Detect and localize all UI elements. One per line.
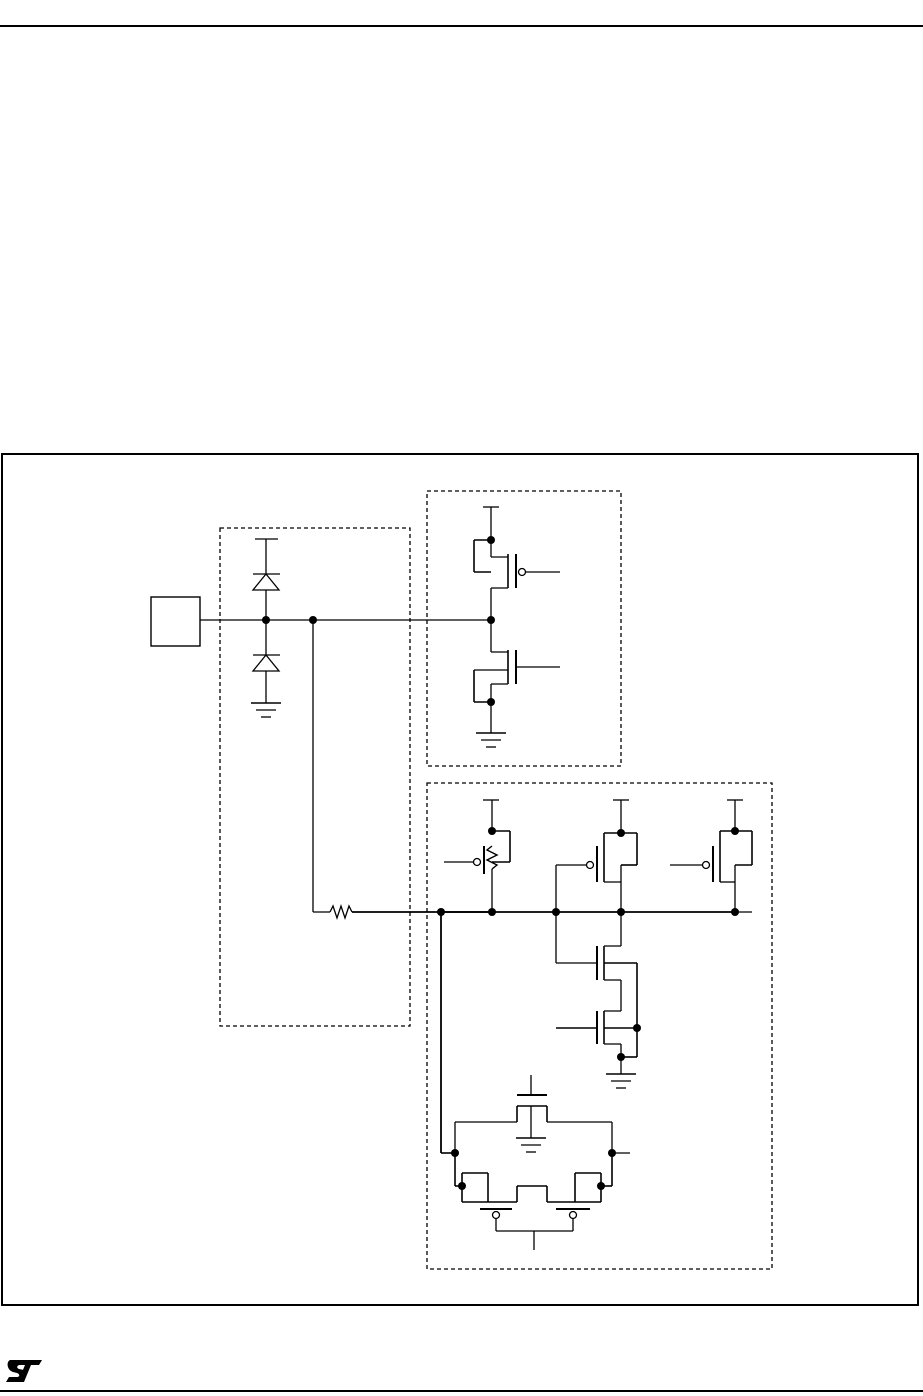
output-stage-block bbox=[427, 491, 621, 766]
junction-dots bbox=[262, 536, 739, 1190]
output-nmos bbox=[474, 620, 560, 747]
inverter-pmos bbox=[556, 800, 637, 963]
esd-diode-vdd bbox=[253, 539, 280, 620]
feedback-pmos bbox=[670, 800, 752, 912]
enable-nmos bbox=[556, 1011, 637, 1088]
footer-rule bbox=[0, 1390, 923, 1392]
io-pad bbox=[151, 597, 200, 646]
output-pmos bbox=[474, 507, 560, 620]
analog-switch-pmos-left bbox=[455, 1153, 517, 1231]
esd-diode-vss bbox=[251, 620, 281, 717]
pullup-pmos bbox=[444, 800, 510, 912]
analog-switch-nmos bbox=[455, 1075, 630, 1153]
inverter-nmos bbox=[556, 912, 637, 1028]
series-resistor bbox=[330, 906, 352, 918]
st-logo bbox=[4, 1356, 44, 1386]
esd-protection-block bbox=[220, 528, 410, 1026]
